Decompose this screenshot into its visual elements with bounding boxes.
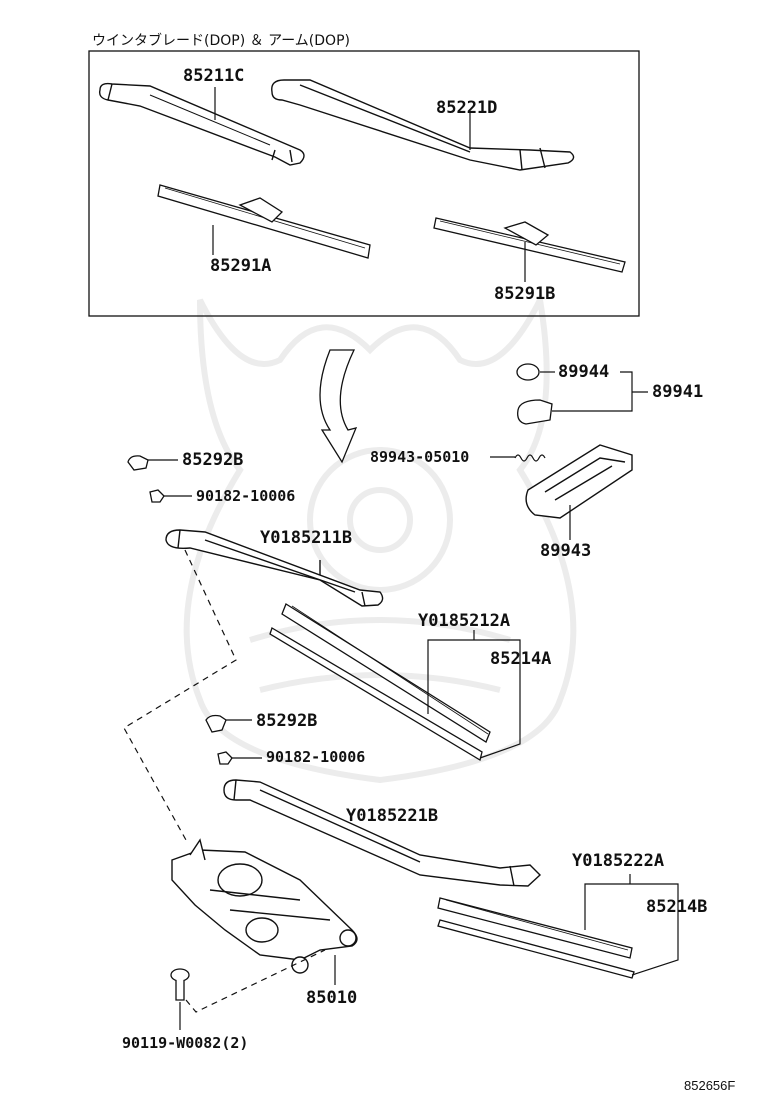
label-y0185221b: Y0185221B [346, 806, 439, 826]
label-90182-10006-upper: 90182-10006 [196, 487, 296, 505]
blade-85291b [433, 217, 626, 273]
label-85214a: 85214A [490, 649, 552, 669]
upper-right-leaders [490, 371, 648, 540]
label-90182-10006-lower: 90182-10006 [266, 748, 366, 766]
label-y0185222a: Y0185222A [572, 851, 665, 871]
label-89941: 89941 [652, 382, 704, 402]
rubber-85214b [437, 919, 635, 979]
arm-y0185221b [223, 779, 542, 887]
nut-90182-upper-part [149, 489, 192, 503]
watermark-emblem [183, 290, 577, 784]
spring-89943-05010 [514, 454, 546, 462]
label-85221d: 85221D [436, 98, 498, 118]
cap-89944 [516, 363, 540, 381]
blade-y0185222a [437, 897, 633, 959]
label-89943-05010: 89943-05010 [370, 448, 470, 466]
cover-89941-part [517, 399, 553, 425]
arm-85211c [98, 82, 305, 166]
flow-arrow [319, 349, 358, 464]
label-85292b-lower: 85292B [256, 711, 318, 731]
nut-90182-lower-part [217, 751, 262, 765]
assembly-dashed-lines [123, 549, 326, 1013]
bracket-89943 [525, 444, 633, 519]
label-y0185212a: Y0185212A [418, 611, 511, 631]
blade-y0185212a [281, 603, 491, 743]
label-85291b: 85291B [494, 284, 556, 304]
arm-y0185211b [165, 529, 384, 607]
label-85291a: 85291A [210, 256, 272, 276]
label-85211c: 85211C [183, 66, 245, 86]
label-85010: 85010 [306, 988, 358, 1008]
cap-85292b-lower-part [205, 714, 252, 733]
wiper-motor-linkage-85010 [171, 838, 358, 974]
label-89943: 89943 [540, 541, 592, 561]
blade-leaders-b [584, 874, 679, 976]
arm-85221d [271, 79, 575, 171]
kit-box [88, 50, 640, 317]
label-90119-w0082: 90119-W0082(2) [122, 1034, 249, 1052]
cap-85292b-upper-part [127, 455, 178, 471]
diagram-title: ウインタブレード(DOP) ＆ アーム(DOP) [92, 33, 350, 49]
label-y0185211b: Y0185211B [260, 528, 353, 548]
kit-leaders [212, 87, 526, 282]
blade-leaders-a [427, 630, 521, 759]
label-85214b: 85214B [646, 897, 708, 917]
rubber-85214a [269, 627, 483, 762]
label-89944: 89944 [558, 362, 610, 382]
diagram-reference-number: 852656F [684, 1078, 736, 1093]
label-85292b-upper: 85292B [182, 450, 244, 470]
blade-85291a [157, 184, 371, 259]
bolt-90119 [170, 968, 190, 1001]
